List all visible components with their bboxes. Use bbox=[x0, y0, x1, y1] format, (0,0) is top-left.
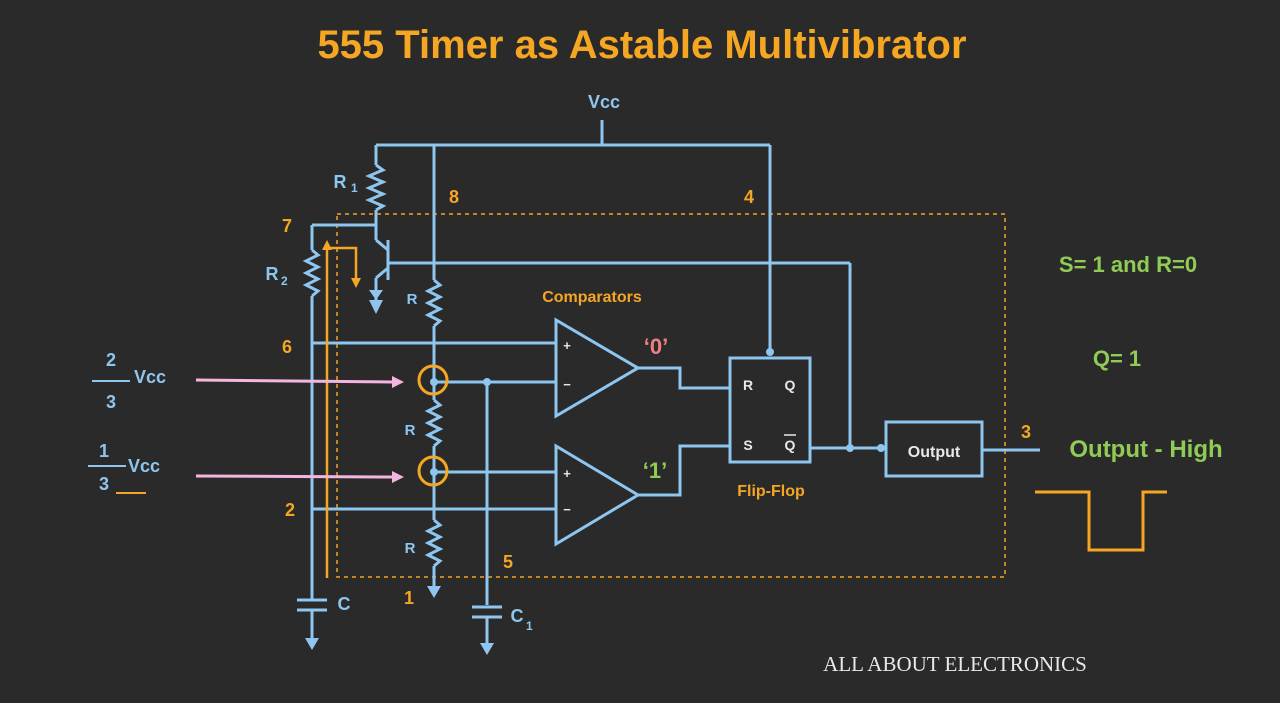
flipflop-label: Flip-Flop bbox=[737, 483, 805, 500]
r-bot-label: R bbox=[405, 540, 416, 557]
ground-pin1-icon bbox=[427, 586, 441, 598]
charge-arrow bbox=[351, 278, 361, 288]
ground-c-icon bbox=[305, 638, 319, 650]
page-title: 555 Timer as Astable Multivibrator bbox=[317, 23, 966, 67]
ff-s-pin: S bbox=[743, 437, 752, 453]
lower-node-highlight bbox=[417, 455, 449, 487]
charge-path bbox=[325, 246, 358, 578]
comp1-minus: − bbox=[563, 377, 571, 392]
pin-5-label: 5 bbox=[503, 552, 513, 572]
r2-subscript: 2 bbox=[281, 274, 288, 288]
pin-4-label: 4 bbox=[744, 187, 754, 207]
ff-qbar-pin: Q bbox=[785, 437, 796, 453]
c-label: C bbox=[338, 594, 351, 614]
pin-1-label: 1 bbox=[404, 588, 414, 608]
comp2-minus: − bbox=[563, 502, 571, 517]
transistor-ground-icon bbox=[369, 300, 383, 314]
pin-7-label: 7 bbox=[282, 216, 292, 236]
r-top-label: R bbox=[407, 291, 418, 308]
comp2-plus: + bbox=[563, 466, 571, 481]
comp1-plus: + bbox=[563, 338, 571, 353]
r1-subscript: 1 bbox=[351, 181, 358, 195]
one-third-vcc: Vcc bbox=[128, 456, 160, 476]
upper-threshold-arrow bbox=[392, 376, 404, 388]
r2-label: R bbox=[266, 264, 279, 284]
charge-arrow-up bbox=[322, 240, 332, 250]
two-thirds-vcc: Vcc bbox=[134, 367, 166, 387]
ff-q-pin: Q bbox=[785, 377, 796, 393]
upper-node-highlight bbox=[417, 364, 449, 396]
output-waveform bbox=[1035, 490, 1167, 552]
threshold-arrows bbox=[195, 378, 393, 479]
two-thirds-denominator: 3 bbox=[106, 392, 116, 412]
pin-3-label: 3 bbox=[1021, 422, 1031, 442]
ground-c1-icon bbox=[480, 643, 494, 655]
vcc-label: Vcc bbox=[588, 92, 620, 112]
pin-6-label: 6 bbox=[282, 337, 292, 357]
c1-label: C bbox=[511, 606, 524, 626]
output-box-label: Output bbox=[908, 444, 961, 461]
sr-state: S= 1 and R=0 bbox=[1059, 252, 1197, 277]
q-state: Q= 1 bbox=[1093, 346, 1141, 371]
wires bbox=[297, 120, 1040, 645]
output-state: Output - High bbox=[1069, 436, 1222, 463]
pin-2-label: 2 bbox=[285, 500, 295, 520]
ic-boundary bbox=[336, 213, 1006, 578]
two-thirds-numerator: 2 bbox=[106, 350, 116, 370]
one-third-denominator: 3 bbox=[99, 474, 109, 494]
r-mid-label: R bbox=[405, 422, 416, 439]
junction-dots bbox=[430, 348, 885, 476]
pin-8-label: 8 bbox=[449, 187, 459, 207]
comparator-output-one: ‘1’ bbox=[643, 458, 667, 483]
one-third-numerator: 1 bbox=[99, 441, 109, 461]
comparator-output-zero: ‘0’ bbox=[644, 334, 668, 359]
c1-subscript: 1 bbox=[526, 619, 533, 633]
comparators-label: Comparators bbox=[542, 289, 642, 306]
lower-threshold-arrow bbox=[392, 471, 404, 483]
ff-r-pin: R bbox=[743, 377, 753, 393]
transistor-emitter-arrow bbox=[369, 290, 383, 300]
watermark: ALL ABOUT ELECTRONICS bbox=[823, 652, 1087, 676]
r1-label: R bbox=[334, 172, 347, 192]
